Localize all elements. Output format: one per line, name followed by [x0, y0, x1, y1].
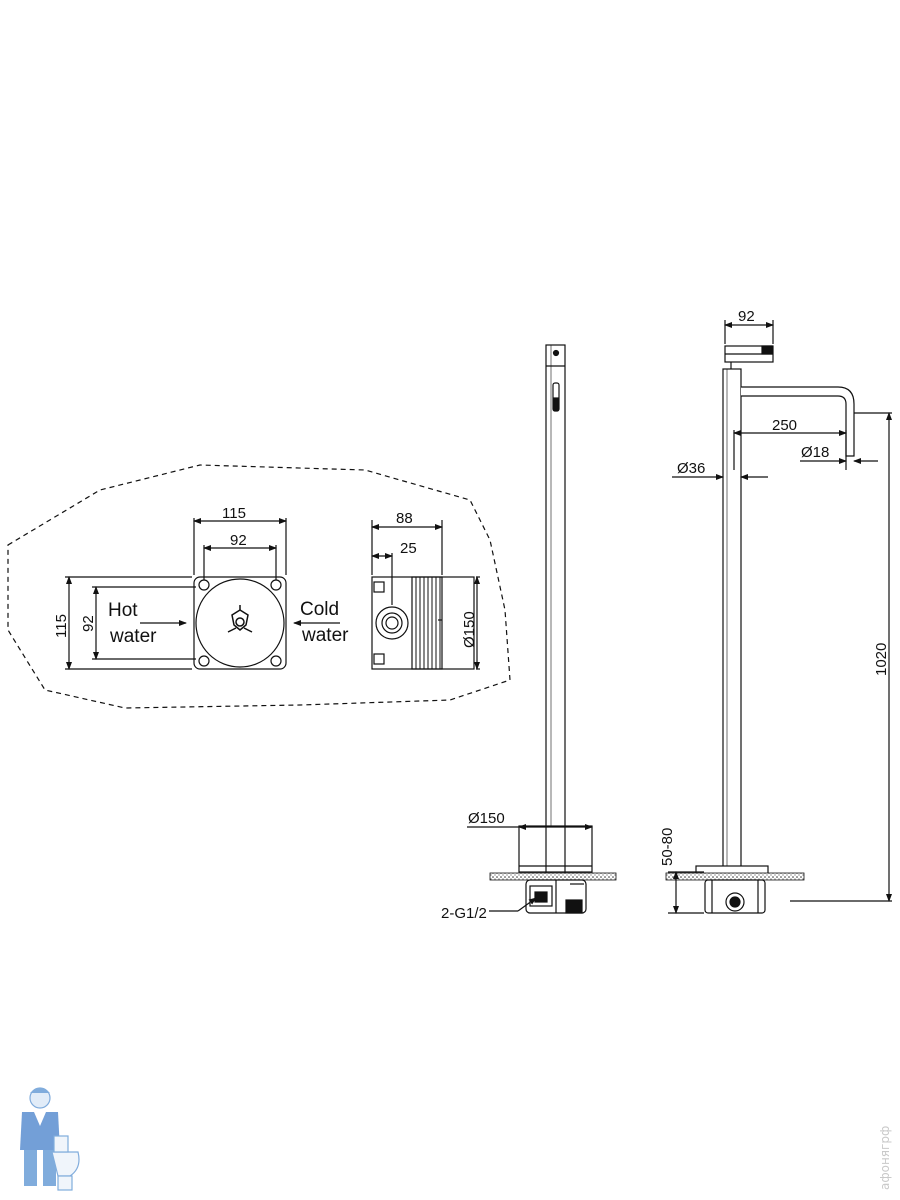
dim-base-diameter: Ø150 — [468, 810, 505, 827]
dim-outlet-diameter: Ø18 — [801, 444, 829, 461]
box-ribs — [415, 577, 441, 669]
plumber-mascot-icon — [20, 1087, 80, 1191]
side-rough-in-box — [704, 879, 766, 914]
hot-water-label-2: water — [109, 626, 157, 647]
dim-box-height-outer: 115 — [53, 614, 70, 638]
watermark-text: афонягрф — [878, 1126, 892, 1190]
hot-water-label-1: Hot — [108, 600, 138, 621]
dim-install-depth: 50-80 — [659, 828, 676, 866]
front-rough-in-box — [525, 879, 587, 914]
front-elevation — [467, 344, 617, 914]
valve-symbol — [227, 605, 253, 633]
cold-water-label-1: Cold — [300, 599, 339, 620]
side-elevation — [665, 320, 892, 914]
dim-spout-reach: 250 — [772, 417, 797, 434]
box-front-view — [65, 518, 340, 670]
front-column — [545, 344, 566, 880]
side-spout — [741, 386, 855, 457]
dim-handle-width: 92 — [738, 308, 755, 325]
detail-dashed-outline — [7, 464, 511, 709]
front-floor — [489, 872, 617, 881]
front-base-escutcheon — [518, 825, 593, 873]
dim-box-diameter: Ø150 — [461, 611, 478, 648]
connection-label: 2-G1/2 — [441, 905, 487, 922]
box-side-view — [371, 520, 480, 670]
dim-box-depth: 88 — [396, 510, 413, 527]
side-floor — [665, 872, 805, 881]
rough-in-detail: 115 92 115 92 Hot water Cold water — [7, 464, 511, 709]
dim-column-diameter: Ø36 — [677, 460, 705, 477]
dim-total-height: 1020 — [873, 643, 890, 676]
cold-water-label-2: water — [301, 625, 349, 646]
side-column — [722, 368, 742, 880]
dim-box-width-outer: 115 — [222, 505, 246, 522]
dim-box-width-inner: 92 — [230, 532, 247, 549]
dim-box-height-inner: 92 — [80, 615, 97, 632]
dim-box-offset: 25 — [400, 540, 417, 557]
box-mixer-disc — [195, 578, 285, 668]
